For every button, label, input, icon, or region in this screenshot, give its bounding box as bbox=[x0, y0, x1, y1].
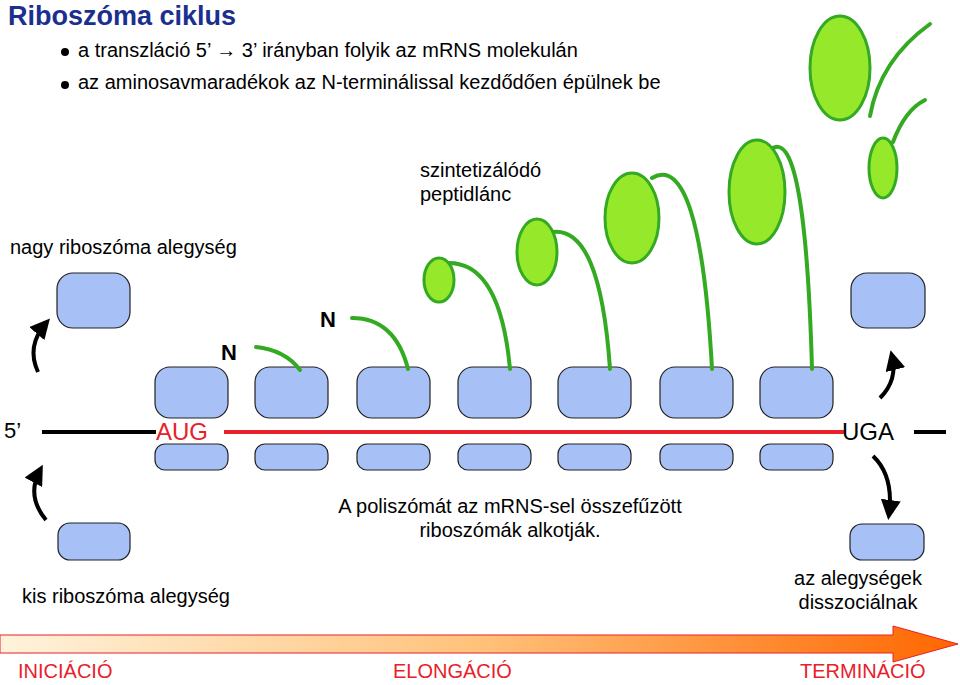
phase-label: INICIÁCIÓ bbox=[18, 659, 112, 683]
small-subunit bbox=[850, 524, 924, 560]
large-subunit bbox=[357, 367, 430, 418]
large-subunit bbox=[57, 273, 130, 328]
codon-label: AUG bbox=[156, 417, 208, 446]
bullet-dot bbox=[61, 48, 69, 56]
phase-label: ELONGÁCIÓ bbox=[393, 659, 512, 683]
small-subunit bbox=[255, 444, 328, 470]
large-subunit bbox=[458, 367, 531, 418]
polysome bbox=[155, 367, 833, 470]
terminus-label: N bbox=[320, 307, 336, 334]
title: Riboszóma ciklus bbox=[8, 0, 236, 33]
bullet-dot bbox=[61, 81, 69, 89]
mrna-coding bbox=[224, 430, 846, 434]
large-subunit bbox=[851, 273, 925, 328]
small-subunit bbox=[558, 444, 631, 470]
small-subunit bbox=[155, 444, 228, 470]
note: A poliszómát az mRNS-sel összefűzött rib… bbox=[315, 494, 705, 543]
end-label: 5’ bbox=[4, 418, 21, 445]
mrna-5-end bbox=[42, 430, 156, 434]
small-subunit bbox=[760, 444, 833, 470]
large-subunit bbox=[155, 367, 228, 418]
cycle-arrows bbox=[34, 323, 894, 520]
part-label: szintetizálódó peptidlánc bbox=[420, 158, 580, 207]
part-label: nagy riboszóma alegység bbox=[10, 235, 237, 259]
phase-arrow bbox=[0, 626, 958, 662]
small-subunit bbox=[458, 444, 531, 470]
large-subunit bbox=[558, 367, 631, 418]
large-subunit bbox=[660, 367, 733, 418]
mrna-3-end bbox=[914, 430, 946, 434]
small-subunit bbox=[357, 444, 430, 470]
large-subunit bbox=[760, 367, 833, 418]
small-subunit bbox=[58, 523, 130, 560]
note: az alegységek disszociálnak bbox=[763, 566, 953, 615]
large-subunit bbox=[255, 367, 328, 418]
bullet-text: az aminosavmaradékok az N-terminálissal … bbox=[78, 70, 768, 94]
codon-label: UGA bbox=[842, 417, 894, 446]
small-subunit bbox=[660, 444, 733, 470]
terminus-label: N bbox=[221, 340, 237, 367]
phase-label: TERMINÁCIÓ bbox=[800, 659, 926, 683]
part-label: kis riboszóma alegység bbox=[22, 584, 230, 608]
bullet-text: a transzláció 5’ → 3’ irányban folyik az… bbox=[78, 38, 578, 62]
